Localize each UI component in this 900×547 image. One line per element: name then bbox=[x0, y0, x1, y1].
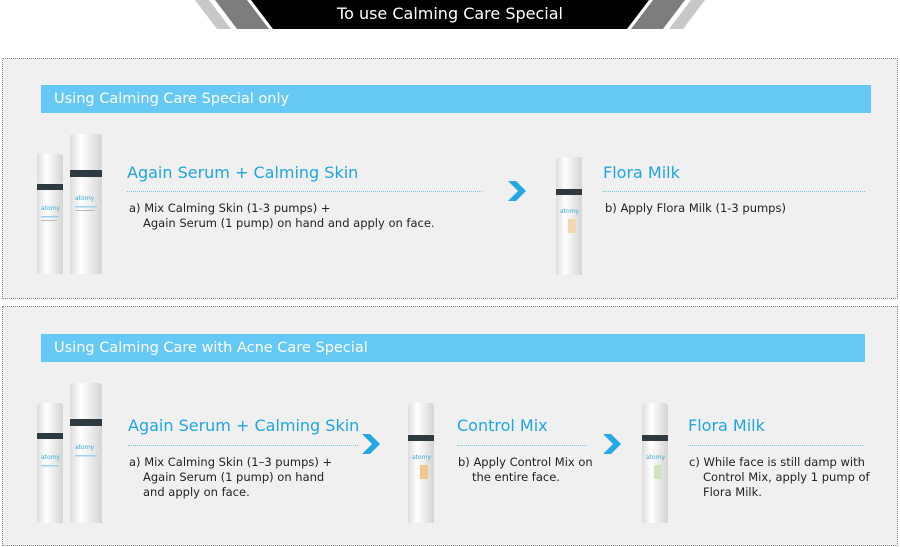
step-description: c) While face is still damp with Control… bbox=[689, 455, 870, 499]
section-heading: Using Calming Care Special only bbox=[41, 85, 871, 113]
section-calming-only: Using Calming Care Special only atomy at… bbox=[2, 58, 898, 299]
section-calming-with-acne: Using Calming Care with Acne Care Specia… bbox=[2, 306, 898, 546]
step-title: Again Serum + Calming Skin bbox=[128, 416, 360, 435]
again-serum-bottle-image: atomy bbox=[68, 383, 104, 523]
step-title: Flora Milk bbox=[603, 163, 680, 182]
step-title: Control Mix bbox=[457, 416, 548, 435]
svg-text:atomy: atomy bbox=[75, 444, 95, 451]
divider bbox=[688, 445, 863, 446]
step-title: Again Serum + Calming Skin bbox=[127, 163, 359, 182]
step-description: b) Apply Flora Milk (1-3 pumps) bbox=[605, 201, 786, 215]
divider bbox=[127, 191, 482, 192]
flora-milk-bottle-image: atomy bbox=[554, 157, 584, 275]
step-description: a) Mix Calming Skin (1–3 pumps) + Again … bbox=[129, 455, 333, 499]
chevron-right-icon bbox=[360, 432, 382, 456]
svg-text:atomy: atomy bbox=[560, 208, 580, 215]
again-serum-bottle-image: atomy bbox=[68, 134, 104, 274]
calming-skin-bottle-image: atomy bbox=[35, 154, 65, 274]
chevron-right-icon bbox=[601, 432, 623, 456]
chevron-right-icon bbox=[506, 179, 528, 203]
step-description: b) Apply Control Mix on the entire face. bbox=[458, 455, 593, 484]
svg-text:atomy: atomy bbox=[41, 205, 61, 212]
page-title: To use Calming Care Special bbox=[337, 4, 563, 23]
divider bbox=[457, 445, 587, 446]
section-heading: Using Calming Care with Acne Care Specia… bbox=[41, 334, 865, 362]
svg-text:atomy: atomy bbox=[75, 195, 95, 202]
svg-text:atomy: atomy bbox=[41, 454, 61, 461]
step-description: a) Mix Calming Skin (1-3 pumps) + Again … bbox=[129, 201, 435, 230]
flora-milk-bottle-image: atomy bbox=[640, 403, 670, 523]
header-banner: To use Calming Care Special bbox=[195, 0, 705, 29]
divider bbox=[603, 191, 865, 192]
svg-text:atomy: atomy bbox=[412, 454, 432, 461]
divider bbox=[128, 445, 358, 446]
control-mix-bottle-image: atomy bbox=[406, 403, 436, 523]
calming-skin-bottle-image: atomy bbox=[35, 403, 65, 523]
banner-graphic bbox=[195, 0, 705, 29]
svg-text:atomy: atomy bbox=[646, 454, 666, 461]
step-title: Flora Milk bbox=[688, 416, 765, 435]
